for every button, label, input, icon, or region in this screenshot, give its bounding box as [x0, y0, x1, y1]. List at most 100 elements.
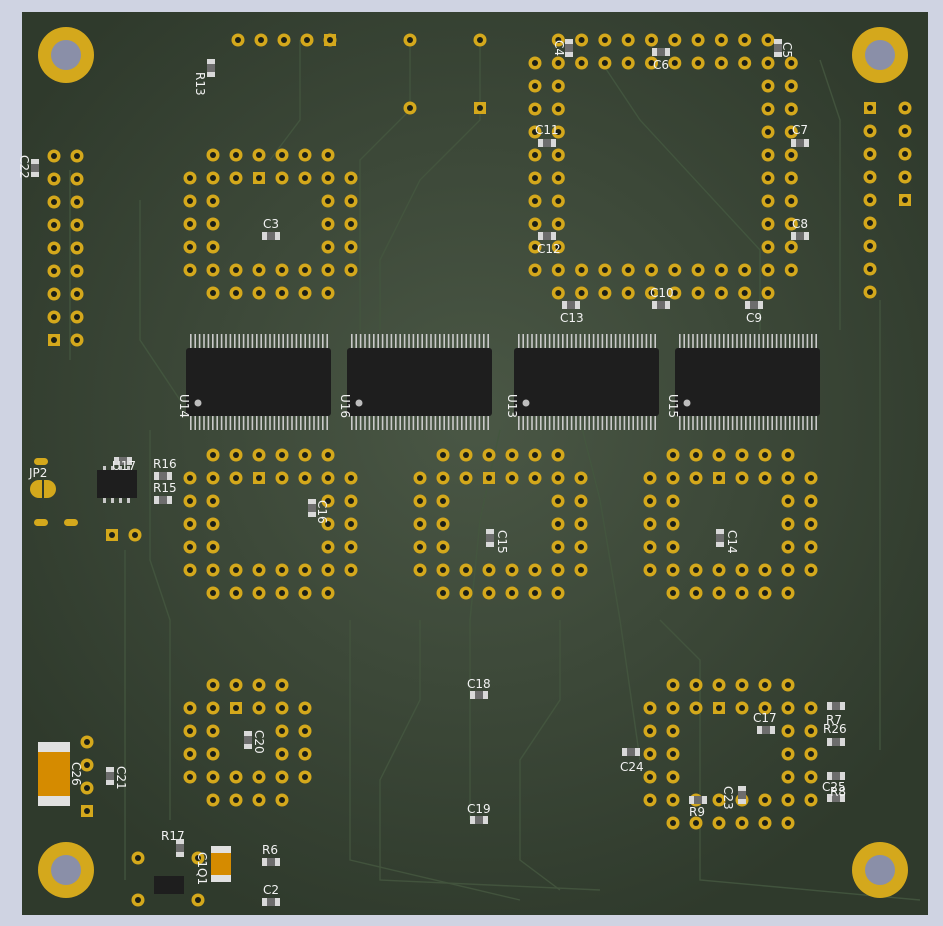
smd-part — [716, 529, 724, 547]
smd-part — [774, 39, 782, 57]
pin-pad — [758, 701, 772, 715]
pin-pad — [252, 448, 266, 462]
pin-pad — [206, 148, 220, 162]
pin-pad — [666, 448, 680, 462]
pin-pad — [275, 701, 289, 715]
pin-pad — [528, 263, 542, 277]
pin-pad — [643, 494, 657, 508]
silk-label-c23: C23 — [721, 786, 735, 810]
pin-pad — [505, 471, 519, 485]
pin-pad — [482, 586, 496, 600]
pin-pad — [784, 263, 798, 277]
chip-label: U14 — [177, 394, 191, 418]
pin-pad — [183, 194, 197, 208]
pin-pad — [482, 563, 496, 577]
pin-pad — [229, 471, 243, 485]
pin-pad — [206, 586, 220, 600]
pin-pad — [321, 171, 335, 185]
pin-pad — [275, 678, 289, 692]
pin-pad — [413, 563, 427, 577]
pin-pad — [621, 56, 635, 70]
pin-pad — [735, 678, 749, 692]
mounting-hole — [38, 27, 94, 83]
pin-pad — [183, 724, 197, 738]
pin-pad — [298, 171, 312, 185]
pin-pad — [863, 262, 877, 276]
pin-pad — [574, 540, 588, 554]
pin-pad — [344, 471, 358, 485]
pin-pad — [229, 171, 243, 185]
silk-label-c25: C25 — [822, 780, 846, 794]
pin-pad — [206, 471, 220, 485]
pin-pad — [735, 471, 749, 485]
pin-pad — [275, 448, 289, 462]
pin-pad — [714, 56, 728, 70]
smd-part — [827, 794, 845, 802]
pin-pad — [712, 793, 726, 807]
silk-label-q1: Q1 — [195, 868, 209, 885]
pin-pad — [643, 770, 657, 784]
pin-pad — [252, 678, 266, 692]
smd-part — [154, 496, 172, 504]
pin-pad — [758, 816, 772, 830]
pin-pad — [598, 33, 612, 47]
silk-label-c17: C17 — [753, 711, 777, 725]
pin-pad — [321, 448, 335, 462]
pin-pad — [898, 124, 912, 138]
smd-part — [114, 457, 132, 465]
pin-pad — [206, 770, 220, 784]
pin-pad — [298, 701, 312, 715]
pin-pad — [70, 218, 84, 232]
pin-pad — [183, 563, 197, 577]
silk-label-c9: C9 — [746, 311, 762, 325]
pin-pad — [413, 471, 427, 485]
pin-pad — [183, 770, 197, 784]
pin-pad — [781, 586, 795, 600]
pin-pad — [712, 448, 726, 462]
pin-pad — [344, 540, 358, 554]
smd-part — [565, 39, 573, 57]
silk-label-r8: R8 — [830, 785, 846, 799]
pin-pad — [551, 240, 565, 254]
pin-pad — [735, 816, 749, 830]
pin-pad — [183, 240, 197, 254]
pin-pad — [528, 148, 542, 162]
pin-pad — [528, 448, 542, 462]
pin-pad — [459, 448, 473, 462]
pin-pad — [781, 678, 795, 692]
pin-pad — [666, 747, 680, 761]
pin-pad — [298, 471, 312, 485]
pin-pad — [668, 33, 682, 47]
pin-pad — [551, 448, 565, 462]
pin-pad — [277, 33, 291, 47]
pin-pad — [761, 263, 775, 277]
pin-pad — [758, 471, 772, 485]
mounting-hole — [852, 842, 908, 898]
c1-tantalum — [211, 846, 231, 882]
pin-pad — [714, 33, 728, 47]
pin-pad — [344, 494, 358, 508]
pin-pad — [735, 586, 749, 600]
pin-pad — [231, 33, 245, 47]
pin-pad — [298, 563, 312, 577]
smd-part — [31, 159, 39, 177]
pin-pad — [691, 286, 705, 300]
pin-pad — [598, 56, 612, 70]
pin-pad — [206, 747, 220, 761]
chip-U15: U15 — [666, 334, 820, 430]
silk-label-c3: C3 — [263, 217, 279, 231]
pin-pad — [668, 286, 682, 300]
pin-pad — [761, 171, 775, 185]
silk-label-r16: R16 — [153, 457, 177, 471]
pin-pad — [691, 33, 705, 47]
pin-pad — [738, 33, 752, 47]
pin-pad — [598, 263, 612, 277]
pin-pad — [898, 101, 912, 115]
pin-pad — [191, 893, 205, 907]
pin-pad — [804, 494, 818, 508]
pin-pad — [206, 194, 220, 208]
pin-pad — [528, 563, 542, 577]
mounting-hole — [38, 842, 94, 898]
silk-label-c13: C13 — [560, 311, 584, 325]
